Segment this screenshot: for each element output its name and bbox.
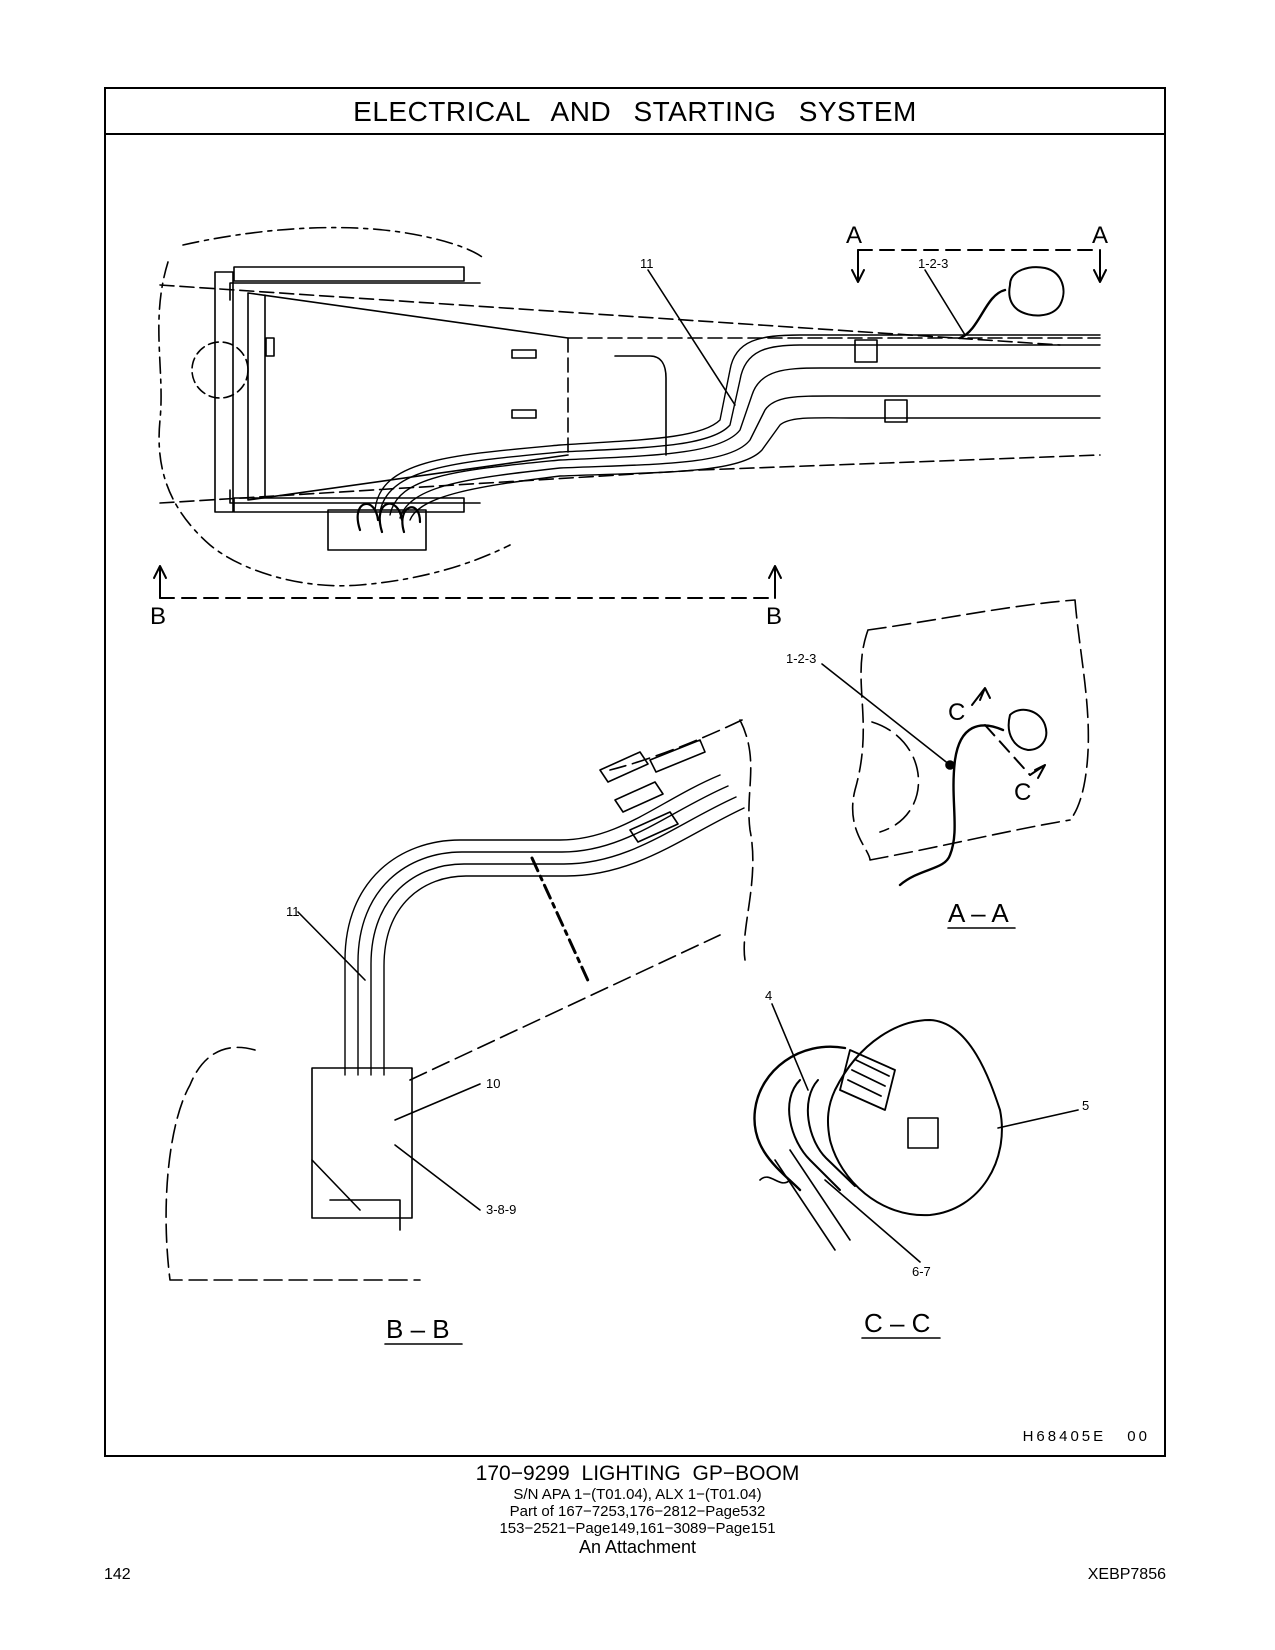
view-label-bb: B – B (386, 1314, 450, 1344)
callout-5: 5 (1082, 1098, 1089, 1113)
section-arrow-b-right (768, 565, 782, 599)
marker-b-left: B (150, 603, 166, 630)
page-title: ELECTRICAL AND STARTING SYSTEM (106, 89, 1164, 135)
bracket-left (214, 271, 234, 513)
top-phantom-outline (158, 226, 511, 587)
marker-a-right: A (1092, 222, 1108, 249)
leader-11-bb (297, 911, 366, 981)
cc-base (759, 1149, 851, 1251)
leader-389 (394, 1144, 481, 1211)
page-refs: 153−2521−Page149,161−3089−Page151 (499, 1520, 776, 1537)
connector-loops (356, 502, 422, 534)
bb-mount-lines (311, 1159, 401, 1231)
leader-4 (771, 1003, 809, 1091)
leader-10 (394, 1083, 481, 1121)
section-arrow-c-top (971, 687, 991, 706)
leader-11-top (647, 269, 736, 406)
lamp-wire (958, 288, 1007, 340)
leader-123-aa (821, 663, 951, 766)
page-number: 142 (104, 1566, 131, 1583)
bb-cut-line (530, 856, 592, 987)
view-label-aa: A – A (948, 898, 1009, 928)
bracket-plate-low (233, 497, 465, 513)
view-b-b (165, 719, 754, 1345)
bb-harness (344, 774, 745, 1076)
drawing-frame: ELECTRICAL AND STARTING SYSTEM H68405E 0… (104, 87, 1166, 1457)
harness-clip-1 (854, 339, 878, 363)
boom-lamp (1008, 266, 1065, 317)
section-c-line (984, 724, 1031, 776)
callout-123-top: 1-2-3 (918, 256, 948, 271)
bracket-plate (233, 266, 465, 282)
aa-arc (871, 721, 920, 833)
part-title: 170−9299 LIGHTING GP−BOOM (475, 1462, 800, 1485)
drawing-code: H68405E 00 (1022, 1428, 1150, 1445)
callout-4: 4 (765, 988, 772, 1003)
boom-frame (229, 282, 569, 504)
cc-bracket (788, 1079, 856, 1191)
leader-5 (997, 1109, 1079, 1129)
top-view (153, 226, 1107, 599)
cc-wire (753, 1045, 847, 1192)
callout-11-top: 11 (640, 256, 654, 271)
marker-b-right: B (766, 603, 782, 630)
boom-centerlines (159, 284, 1101, 504)
cc-nut (839, 1049, 896, 1111)
callout-10: 10 (486, 1076, 500, 1091)
cc-switch (907, 1117, 939, 1149)
marker-c-top: C (948, 699, 965, 726)
harness-loop (614, 355, 667, 456)
callout-11-bb: 11 (286, 904, 300, 919)
section-arrow-c-bottom (1029, 764, 1046, 779)
callout-67: 6-7 (912, 1264, 931, 1279)
leader-123-top (924, 269, 966, 336)
part-of: Part of 167−7253,176−2812−Page532 (509, 1503, 766, 1520)
aa-wire (898, 724, 1005, 887)
section-arrow-a-right (1093, 249, 1107, 283)
slot-1 (265, 337, 275, 357)
section-arrow-b-left (153, 565, 167, 599)
aa-lamp (1007, 708, 1048, 751)
attachment-note: An Attachment (578, 1537, 697, 1557)
harness-top (374, 334, 1101, 521)
bb-boom-outline (409, 719, 754, 1081)
bb-mount-plate (311, 1067, 413, 1219)
pivot-bore (191, 341, 249, 399)
slot-2 (511, 349, 537, 359)
view-label-cc: C – C (864, 1308, 930, 1338)
view-a-a (821, 599, 1090, 929)
cc-lamp-body (826, 1019, 1003, 1217)
aa-outline (851, 599, 1090, 861)
serial-range: S/N APA 1−(T01.04), ALX 1−(T01.04) (513, 1486, 762, 1503)
document-id: XEBP7856 (1087, 1566, 1166, 1583)
connector-block (327, 509, 427, 551)
caption: 170−9299 LIGHTING GP−BOOM S/N APA 1−(T01… (0, 1462, 1275, 1557)
leader-67 (824, 1179, 921, 1263)
marker-c-bottom: C (1014, 779, 1031, 806)
section-arrow-a-left (851, 249, 865, 283)
harness-clip-2 (884, 399, 908, 423)
callout-389: 3-8-9 (486, 1202, 516, 1217)
marker-a-left: A (846, 222, 862, 249)
bb-connectors (599, 739, 706, 843)
view-c-c (753, 1003, 1079, 1339)
bb-frame-outline (165, 1046, 421, 1281)
slot-3 (511, 409, 537, 419)
callout-123-aa: 1-2-3 (786, 651, 816, 666)
